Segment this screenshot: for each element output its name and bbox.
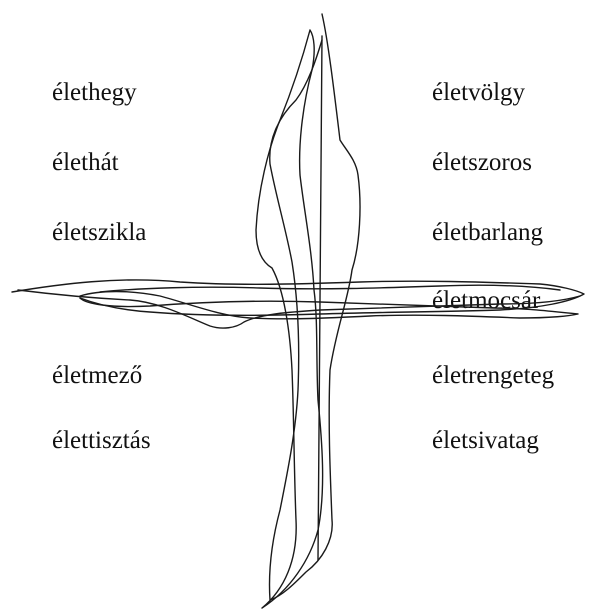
- left-word: élettisztás: [52, 428, 151, 453]
- left-word: életszikla: [52, 220, 146, 245]
- left-word: életmező: [52, 363, 142, 388]
- right-word: életmocsár: [432, 288, 540, 313]
- vertical-stroke-1: [269, 14, 360, 600]
- vertical-spine: [318, 36, 322, 560]
- right-word: életbarlang: [432, 220, 543, 245]
- right-word: életrengeteg: [432, 363, 554, 388]
- right-word: életszoros: [432, 150, 532, 175]
- vertical-stroke-2: [256, 30, 323, 608]
- right-word: életvölgy: [432, 80, 525, 105]
- right-word: életsivatag: [432, 428, 539, 453]
- left-word: élethát: [52, 150, 119, 175]
- left-word: élethegy: [52, 80, 137, 105]
